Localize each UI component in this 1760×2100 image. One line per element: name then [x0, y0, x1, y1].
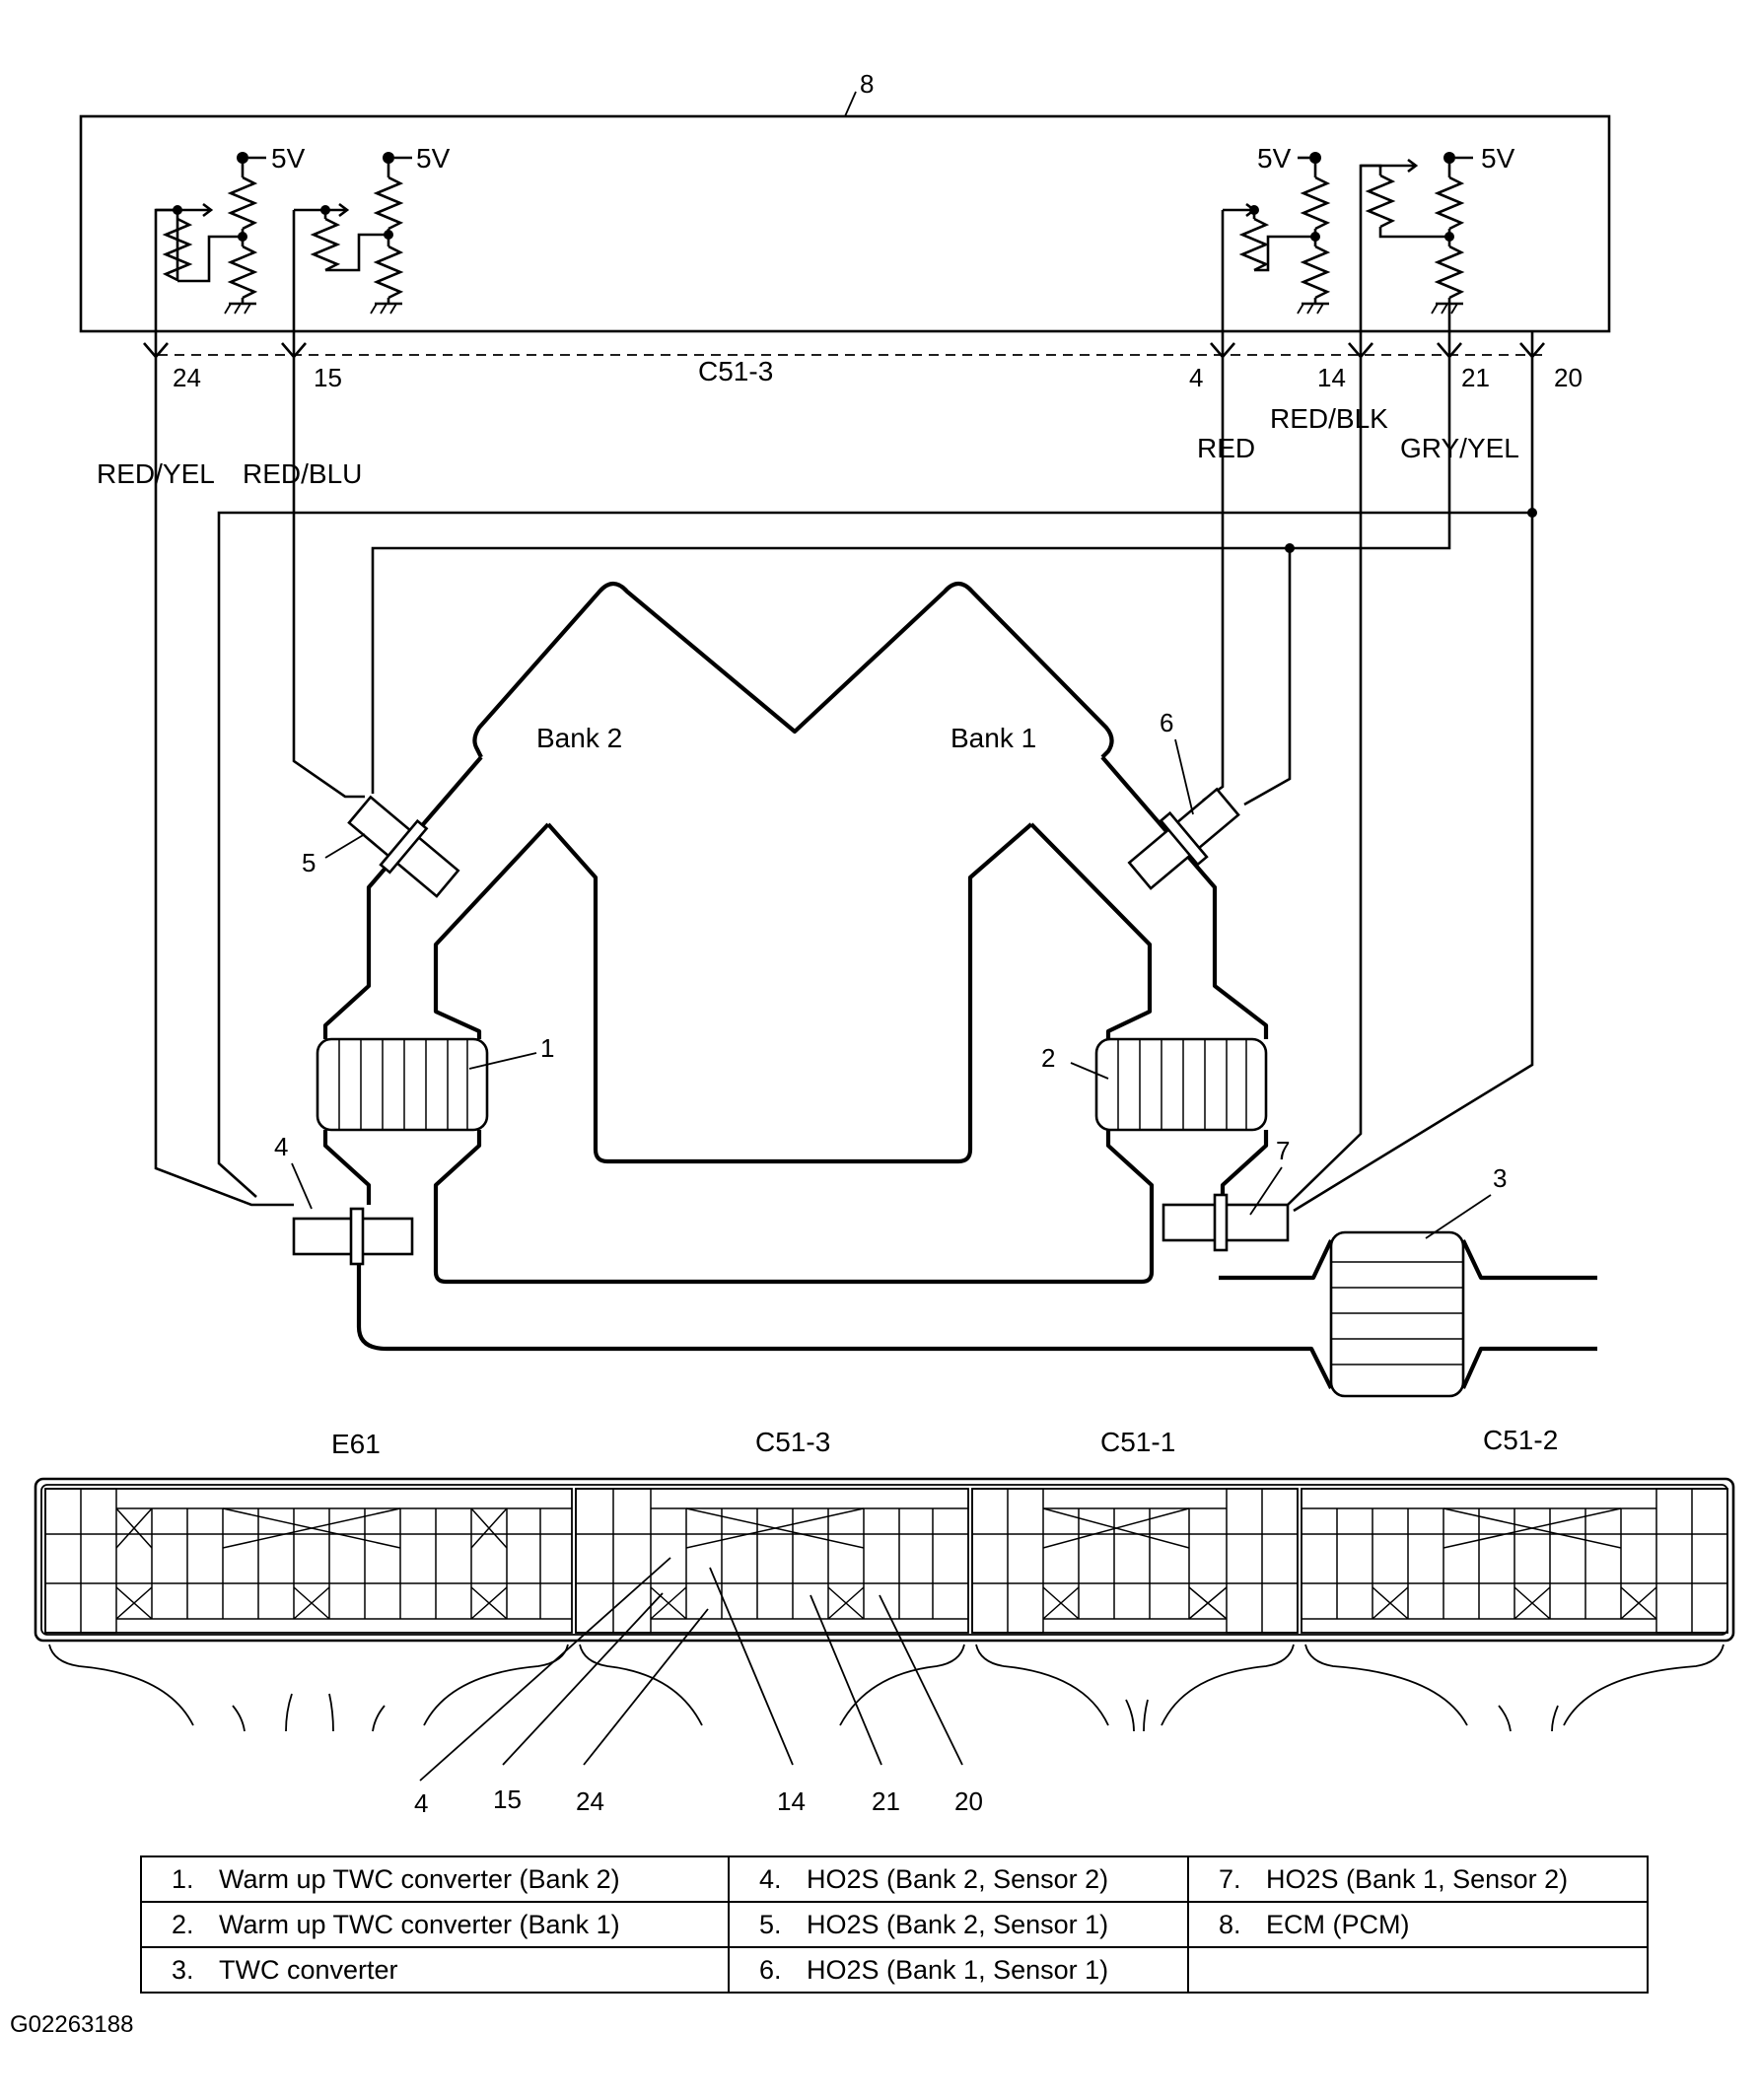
legend-item: 4.HO2S (Bank 2, Sensor 2) — [728, 1855, 1189, 1903]
ecm-callout: 8 — [860, 69, 874, 99]
pin-callout-24: 24 — [576, 1786, 604, 1816]
legend-item: 1.Warm up TWC converter (Bank 2) — [140, 1855, 730, 1903]
pin-callout-21: 21 — [872, 1786, 900, 1816]
pin-callout-14: 14 — [777, 1786, 806, 1816]
ecm-circuit-4: 5V — [1221, 143, 1331, 340]
pin-label: 21 — [1461, 363, 1490, 392]
callout-7: 7 — [1276, 1136, 1290, 1165]
legend-item: 5.HO2S (Bank 2, Sensor 1) — [728, 1901, 1189, 1948]
callout-1: 1 — [540, 1033, 554, 1063]
ecm-circuit-21: 5V — [1359, 143, 1515, 340]
wire-label-red: RED — [1197, 433, 1255, 463]
callout-2: 2 — [1041, 1043, 1055, 1073]
connector-c51-3 — [575, 1488, 969, 1634]
wire-label-red-blu: RED/BLU — [243, 458, 362, 489]
legend-item: 8.ECM (PCM) — [1187, 1901, 1649, 1948]
harness-brackets — [48, 1644, 1725, 1732]
connector-face-labels: E61 C51-3 C51-1 C51-2 — [331, 1425, 1558, 1459]
pin-callout-4: 4 — [414, 1788, 428, 1818]
wire-label-red-blk: RED/BLK — [1270, 403, 1388, 434]
ecm-connector-c51-3: 24 15 4 14 21 20 C51-3 — [143, 340, 1583, 392]
connector-face-view — [34, 1477, 1735, 1643]
bank-labels: Bank 2 Bank 1 — [536, 723, 1036, 753]
wire-labels: RED/YEL RED/BLU RED RED/BLK GRY/YEL — [97, 403, 1519, 489]
connector-c51-2-label: C51-2 — [1483, 1425, 1558, 1455]
connector-e61-label: E61 — [331, 1429, 381, 1459]
svg-text:5V: 5V — [271, 143, 306, 174]
bank2-label: Bank 2 — [536, 723, 622, 753]
svg-text:5V: 5V — [416, 143, 451, 174]
pin-label: 4 — [1189, 363, 1203, 392]
connector-e61 — [44, 1488, 573, 1634]
bank1-label: Bank 1 — [950, 723, 1036, 753]
legend-item: 6.HO2S (Bank 1, Sensor 1) — [728, 1946, 1189, 1994]
ho2s-bank1-sensor2: 7 — [1162, 1136, 1290, 1252]
callout-5: 5 — [302, 848, 316, 877]
ecm-circuit-24: 5V — [154, 143, 306, 340]
wire-label-red-yel: RED/YEL — [97, 458, 215, 489]
wiring — [154, 357, 1537, 1213]
pin-label: 20 — [1554, 363, 1583, 392]
ecm-block: 8 5V — [79, 69, 1611, 340]
connector-c51-1-label: C51-1 — [1100, 1427, 1175, 1457]
legend-item: 3.TWC converter — [140, 1946, 730, 1994]
pin-label: 15 — [314, 363, 342, 392]
exhaust-pipes — [322, 755, 1597, 1389]
figure-id: G02263188 — [10, 2011, 134, 2038]
callout-6: 6 — [1160, 708, 1173, 737]
legend-item: 2.Warm up TWC converter (Bank 1) — [140, 1901, 730, 1948]
connector-c51-1 — [971, 1488, 1299, 1634]
ecm-circuit-15: 5V — [292, 143, 451, 340]
legend-item-empty — [1187, 1946, 1649, 1994]
wire-label-gry-yel: GRY/YEL — [1400, 433, 1519, 463]
ho2s-bank1-sensor1: 6 — [1127, 708, 1240, 890]
legend-table: 1.Warm up TWC converter (Bank 2) 4.HO2S … — [140, 1855, 1649, 1994]
callout-4: 4 — [274, 1132, 288, 1161]
pin-label: 14 — [1317, 363, 1346, 392]
connector-label: C51-3 — [698, 356, 773, 386]
c51-3-pin-callouts: 4 15 24 14 21 20 — [414, 1557, 983, 1818]
legend-item: 7.HO2S (Bank 1, Sensor 2) — [1187, 1855, 1649, 1903]
connector-c51-3-label: C51-3 — [755, 1427, 830, 1457]
svg-text:5V: 5V — [1481, 143, 1515, 174]
warmup-twc-bank1: 2 — [1041, 1037, 1268, 1132]
ho2s-bank2-sensor2: 4 — [274, 1132, 414, 1266]
pin-label: 24 — [173, 363, 201, 392]
warmup-twc-bank2: 1 — [316, 1033, 554, 1132]
svg-text:5V: 5V — [1257, 143, 1292, 174]
ho2s-bank2-sensor1: 5 — [302, 795, 460, 898]
engine-outline — [472, 581, 1114, 759]
connector-c51-2 — [1301, 1488, 1728, 1634]
callout-3: 3 — [1493, 1163, 1507, 1193]
pin-callout-15: 15 — [493, 1785, 522, 1814]
main-twc: 3 — [1329, 1163, 1507, 1398]
pin-callout-20: 20 — [954, 1786, 983, 1816]
